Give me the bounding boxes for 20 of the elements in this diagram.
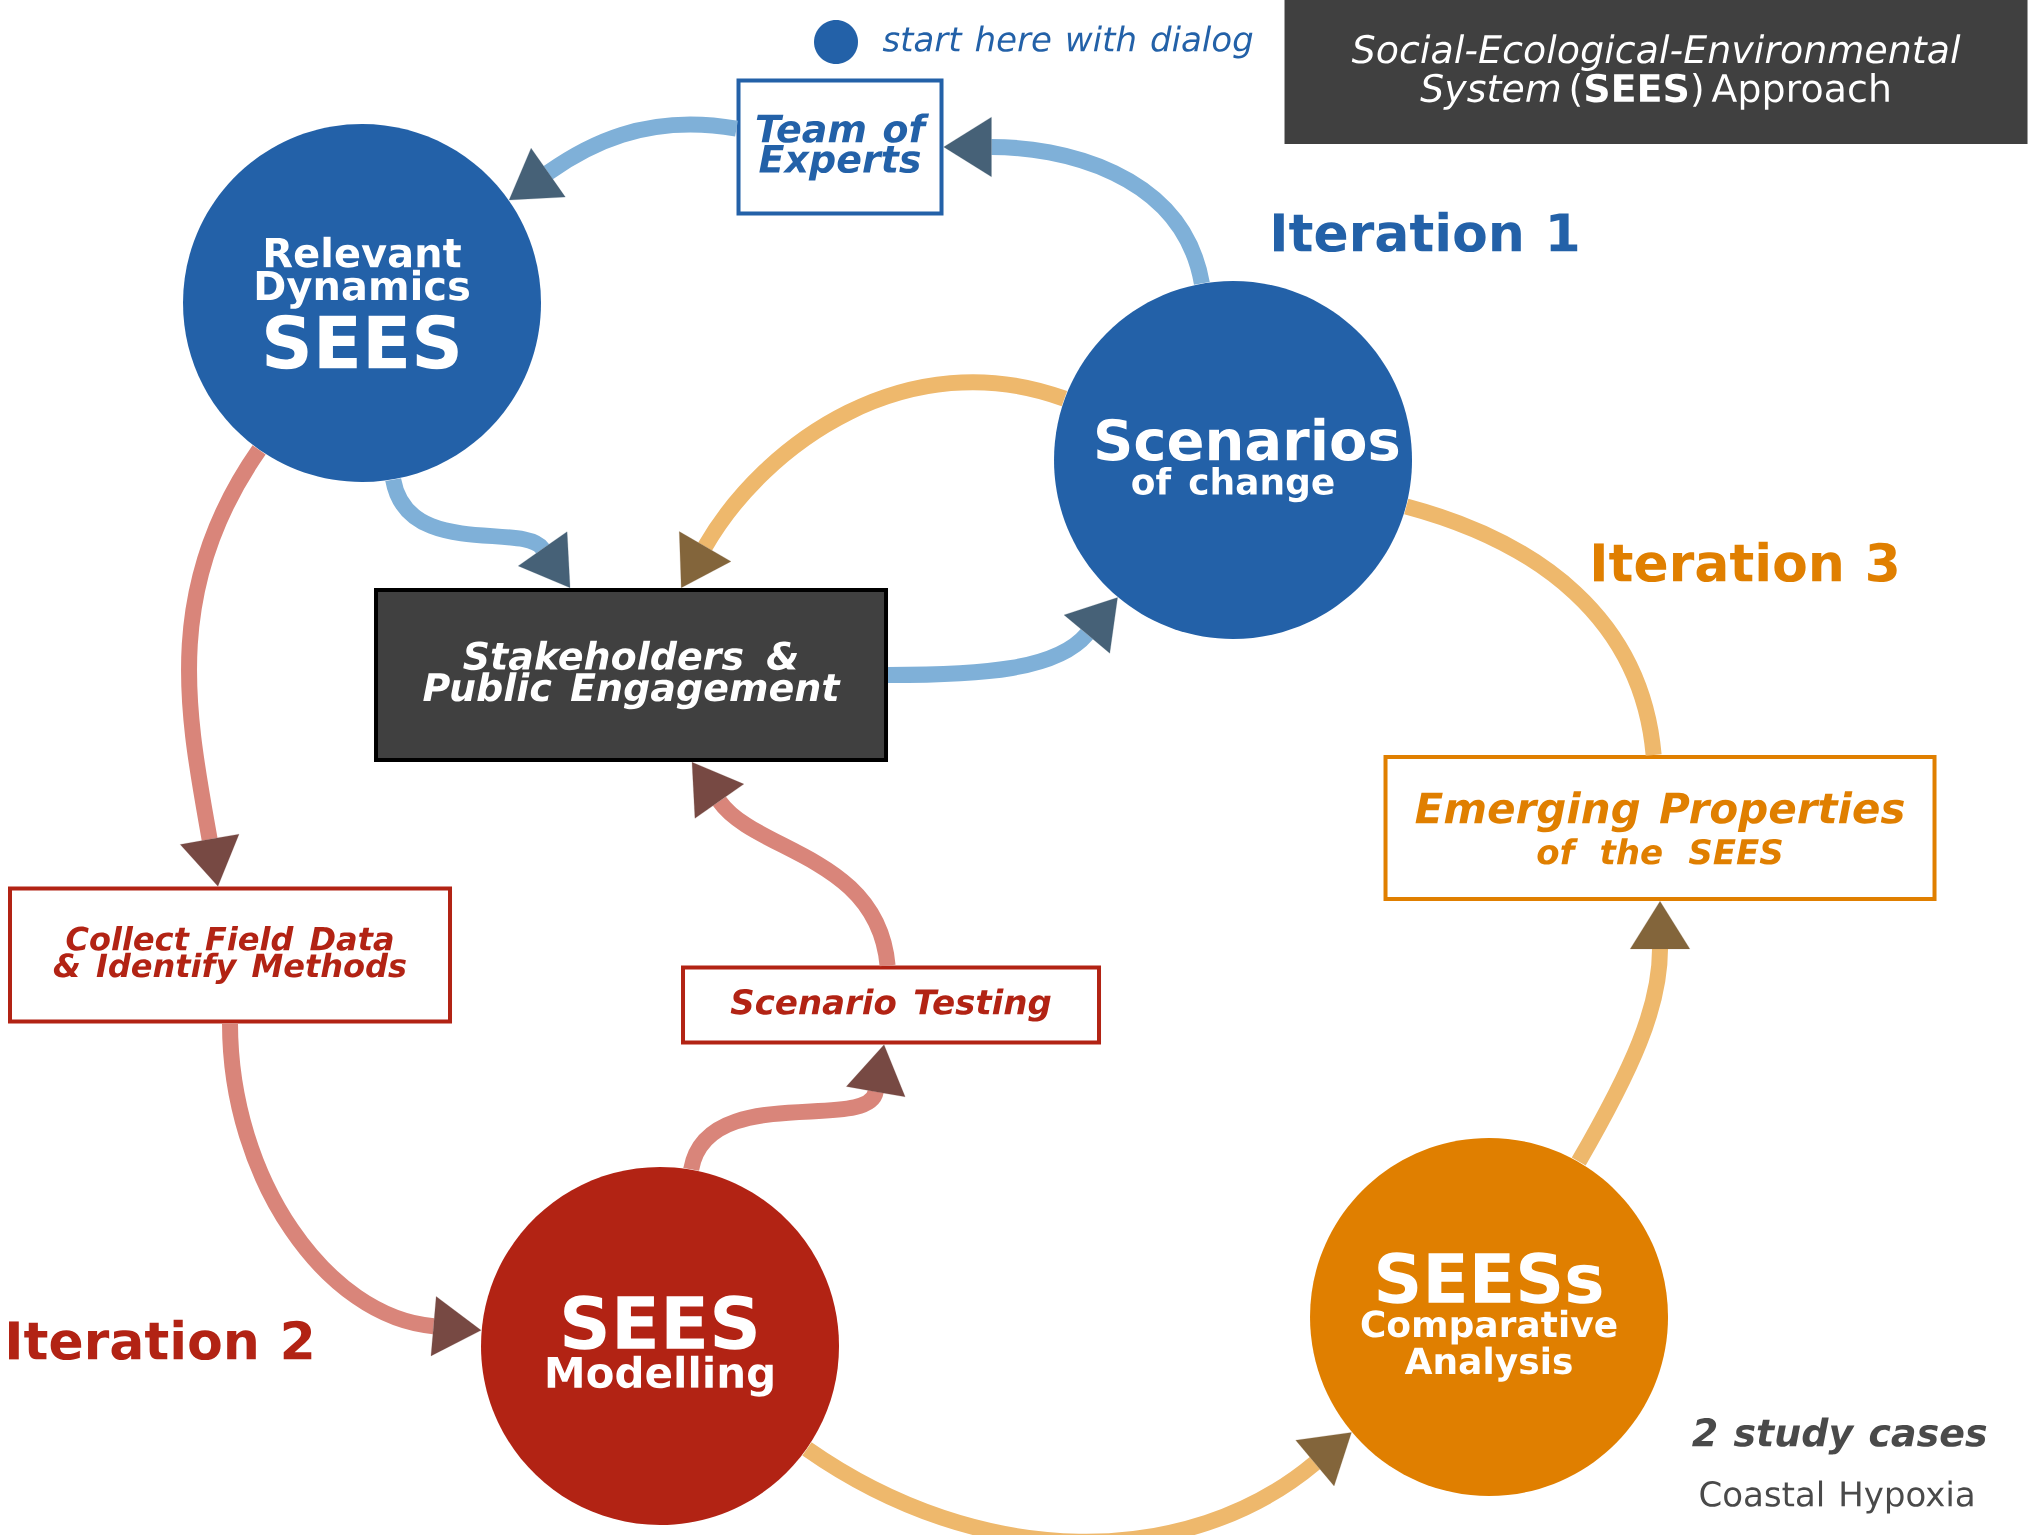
title-box: Social-Ecological-Environmental System (SEES) Approach [1284, 0, 2028, 144]
arrow [887, 597, 1118, 683]
arrow [1571, 901, 1690, 1166]
iteration-label: Iteration 2 [9, 1319, 312, 1361]
iteration-label: Iteration 3 [1594, 541, 1897, 583]
arrow [802, 1432, 1352, 1535]
process-box: Team of Experts [736, 78, 944, 216]
arrow [180, 445, 266, 887]
process-box: Scenario Testing [681, 965, 1101, 1045]
arrow [691, 762, 896, 967]
process-box: Collect Field Data & Identify Methods [8, 886, 452, 1024]
iteration-label: Iteration 1 [1274, 211, 1578, 253]
arrow [943, 117, 1210, 286]
arrow [509, 116, 738, 201]
arrow [222, 1023, 482, 1356]
note-text: Coastal Hypoxia [1700, 1480, 1973, 1514]
process-box: Emerging Properties of the SEES [1383, 755, 1937, 901]
process-box: Stakeholders & Public Engagement [374, 588, 888, 762]
arrow [679, 374, 1067, 588]
start-hint: start here with dialog [882, 25, 1253, 59]
